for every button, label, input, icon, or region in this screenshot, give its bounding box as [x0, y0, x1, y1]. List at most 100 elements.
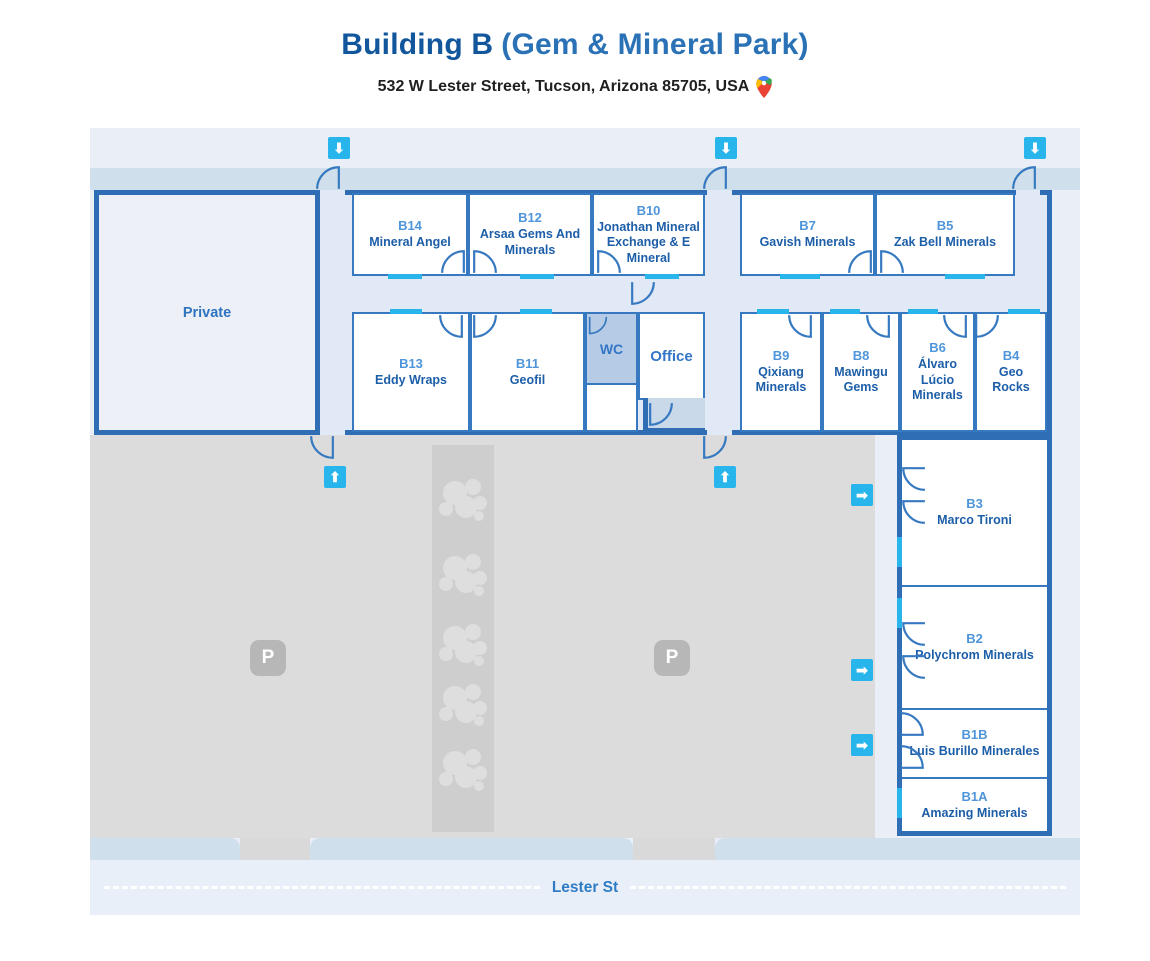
- door-marker: [908, 309, 938, 314]
- room-wc: WC: [585, 312, 638, 385]
- door-swing-icon: [900, 621, 926, 647]
- room-office: Office: [638, 312, 705, 400]
- room-name: Luis Burillo Minerales: [909, 744, 1040, 759]
- room-name: Jonathan Mineral Exchange & E Mineral: [597, 219, 700, 265]
- room-name: Marco Tironi: [937, 513, 1012, 528]
- site-map: ⬇ ⬇ ⬇ Private B14 Mineral Angel B12 Arsa…: [90, 128, 1080, 915]
- entrance-right-arrow-icon: ➡: [851, 484, 873, 506]
- wall-divider: [902, 708, 1047, 710]
- median-strip: [432, 445, 494, 832]
- room-code: B9: [772, 347, 790, 363]
- building-name: Building B: [341, 28, 494, 61]
- room-name: Geofil: [509, 372, 546, 387]
- driveway: [240, 838, 310, 860]
- door-swing-icon: [1011, 164, 1037, 190]
- door-swing-icon: [472, 248, 498, 274]
- door-marker: [830, 309, 860, 314]
- door-swing-icon: [865, 314, 891, 340]
- entrance-down-arrow-icon: ⬇: [1024, 137, 1046, 159]
- door-marker: [388, 274, 422, 279]
- room-b4: B4 Geo Rocks: [975, 312, 1047, 432]
- room-label: Office: [650, 347, 693, 365]
- door-swing-icon: [440, 248, 466, 274]
- door-swing-icon: [309, 435, 335, 461]
- wall-divider: [902, 777, 1047, 779]
- door-marker: [645, 274, 679, 279]
- door-marker: [945, 274, 985, 279]
- wall-divider: [902, 585, 1047, 587]
- room-label: Private: [182, 304, 232, 321]
- room-code: B3: [966, 496, 983, 512]
- room-name: Álvaro Lúcio Minerals: [912, 357, 963, 403]
- room-name: Eddy Wraps: [374, 372, 447, 387]
- cactus-icon: [435, 745, 491, 795]
- room-code: B5: [936, 218, 954, 234]
- exit-up-arrow-icon: ⬆: [324, 466, 346, 488]
- room-name: Mineral Angel: [369, 235, 451, 250]
- door-swing-icon: [472, 314, 498, 340]
- room-b1b: B1B Luis Burillo Minerales: [902, 710, 1047, 777]
- office-vestibule: [643, 398, 705, 433]
- parking-icon: P: [654, 640, 690, 676]
- cactus-icon: [435, 475, 491, 525]
- driveway: [633, 838, 715, 860]
- door-swing-icon: [630, 281, 656, 307]
- room-name: Zak Bell Minerals: [893, 235, 997, 250]
- room-name: Geo Rocks: [992, 364, 1030, 395]
- address-text: 532 W Lester Street, Tucson, Arizona 857…: [377, 78, 750, 95]
- room-code: B6: [929, 340, 946, 356]
- page-title: Building B(Gem & Mineral Park): [0, 28, 1150, 62]
- room-code: B7: [799, 218, 816, 234]
- room-code: B14: [398, 218, 422, 234]
- door-swing-icon: [900, 466, 926, 492]
- room-b1a: B1A Amazing Minerals: [902, 779, 1047, 831]
- wall-opening: [707, 190, 732, 195]
- wall-opening: [320, 430, 345, 435]
- room-b9: B9 Qixiang Minerals: [740, 312, 822, 432]
- wall-opening: [1016, 190, 1040, 195]
- wall-opening: [707, 430, 732, 435]
- google-maps-pin-icon[interactable]: [756, 76, 773, 98]
- room-b14: B14 Mineral Angel: [352, 193, 468, 276]
- entrance-down-arrow-icon: ⬇: [715, 137, 737, 159]
- door-swing-icon: [648, 402, 674, 428]
- room-code: B1A: [961, 788, 988, 804]
- cactus-icon: [435, 550, 491, 600]
- door-swing-icon: [900, 654, 926, 680]
- door-marker: [1008, 309, 1040, 314]
- door-marker: [897, 537, 902, 567]
- cactus-icon: [435, 620, 491, 670]
- door-marker: [757, 309, 789, 314]
- door-marker: [520, 309, 552, 314]
- parking-icon: P: [250, 640, 286, 676]
- entrance-right-arrow-icon: ➡: [851, 734, 873, 756]
- door-swing-icon: [596, 248, 622, 274]
- door-swing-icon: [974, 314, 1000, 340]
- park-name: (Gem & Mineral Park): [501, 28, 809, 61]
- room-b6: B6 Álvaro Lúcio Minerals: [900, 312, 975, 432]
- room-code: B2: [966, 631, 983, 647]
- entrance-right-arrow-icon: ➡: [851, 659, 873, 681]
- room-code: B12: [518, 210, 542, 226]
- door-swing-icon: [315, 164, 341, 190]
- door-swing-icon: [900, 711, 926, 737]
- room-name: Mawingu Gems: [834, 364, 888, 395]
- door-marker: [780, 274, 820, 279]
- room-b10: B10 Jonathan Mineral Exchange & E Minera…: [592, 193, 705, 276]
- door-marker: [897, 788, 902, 818]
- room-name: Gavish Minerals: [759, 235, 856, 250]
- door-swing-icon: [942, 314, 968, 340]
- wall-opening: [320, 190, 345, 195]
- room-name: Arsaa Gems And Minerals: [479, 227, 581, 257]
- door-marker: [390, 309, 422, 314]
- cactus-icon: [435, 680, 491, 730]
- door-marker: [520, 274, 554, 279]
- street-center-line: [104, 886, 540, 889]
- exit-up-arrow-icon: ⬆: [714, 466, 736, 488]
- page-header: Building B(Gem & Mineral Park) 532 W Les…: [0, 28, 1150, 98]
- room-code: B4: [1002, 347, 1020, 363]
- room-name: Polychrom Minerals: [915, 648, 1034, 663]
- door-swing-icon: [787, 314, 813, 340]
- sidewalk-bottom: [715, 838, 1080, 860]
